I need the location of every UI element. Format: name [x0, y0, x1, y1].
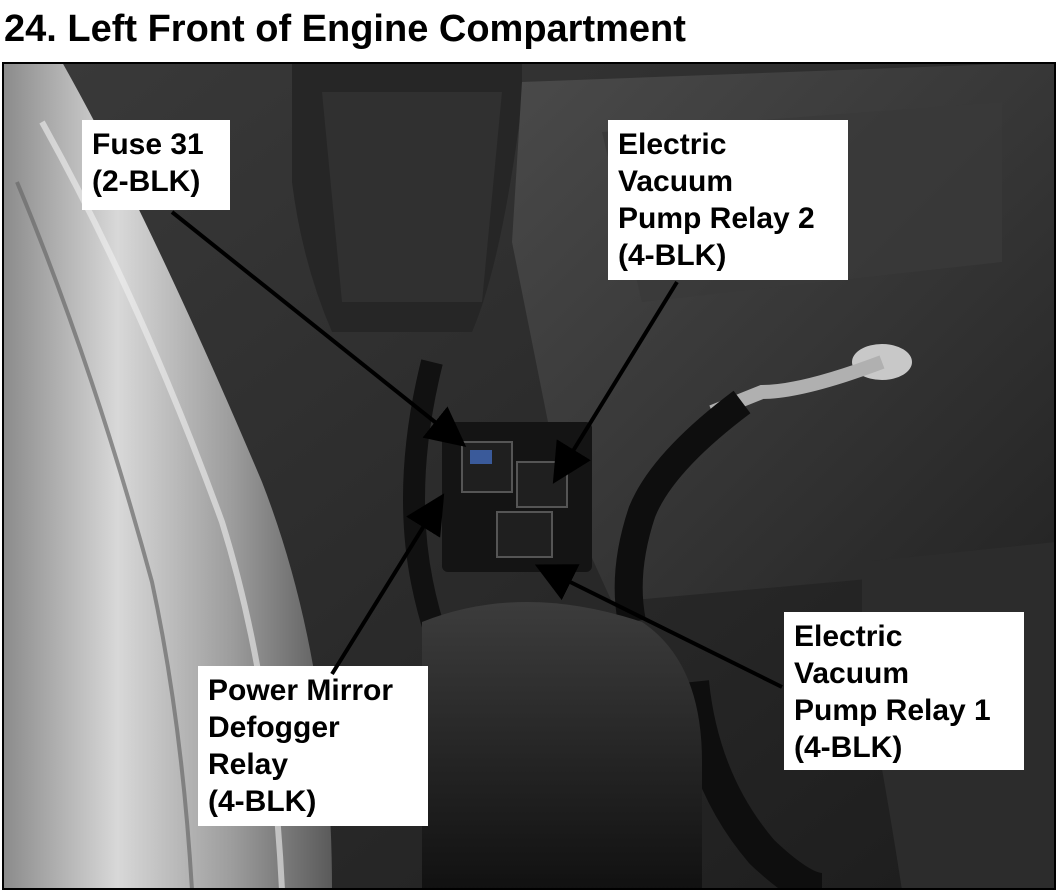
callout-mirror-line2: Defogger: [208, 711, 340, 744]
callout-relay1-line2: Vacuum: [794, 657, 910, 690]
callout-relay1-line1: Electric: [794, 620, 903, 653]
callout-mirror-line1: Power Mirror: [208, 674, 394, 707]
callout-relay1-line3: Pump Relay 1: [794, 694, 991, 727]
callout-relay1-line4: (4-BLK): [794, 731, 903, 764]
callout-mirror-line4: (4-BLK): [208, 785, 317, 818]
engine-compartment-photo: Fuse 31 (2-BLK) Electric Vacuum Pump Rel…: [2, 62, 1056, 890]
callout-relay2-line1: Electric: [618, 128, 727, 161]
page-title: 24. Left Front of Engine Compartment: [4, 8, 686, 50]
callout-relay2-line4: (4-BLK): [618, 239, 727, 272]
arrow-fuse-31: [170, 210, 467, 447]
callout-fuse-31: Fuse 31 (2-BLK): [82, 120, 230, 210]
air-duct-shape: [422, 602, 702, 890]
callout-arrows: [170, 210, 783, 689]
callout-fuse-31-line2: (2-BLK): [92, 165, 201, 198]
callout-fuse-31-line1: Fuse 31: [92, 128, 204, 161]
arrow-vacuum-pump-relay-2: [552, 280, 679, 484]
callout-relay2-line2: Vacuum: [618, 165, 734, 198]
callout-relay2-line3: Pump Relay 2: [618, 202, 815, 235]
callout-mirror-line3: Relay: [208, 748, 289, 781]
callout-power-mirror-defogger-relay: Power Mirror Defogger Relay (4-BLK): [198, 666, 428, 826]
callout-vacuum-pump-relay-2: Electric Vacuum Pump Relay 2 (4-BLK): [608, 120, 848, 280]
arrow-vacuum-pump-relay-1: [534, 564, 783, 689]
callout-vacuum-pump-relay-1: Electric Vacuum Pump Relay 1 (4-BLK): [784, 612, 1024, 770]
arrow-power-mirror-defogger-relay: [330, 493, 445, 676]
